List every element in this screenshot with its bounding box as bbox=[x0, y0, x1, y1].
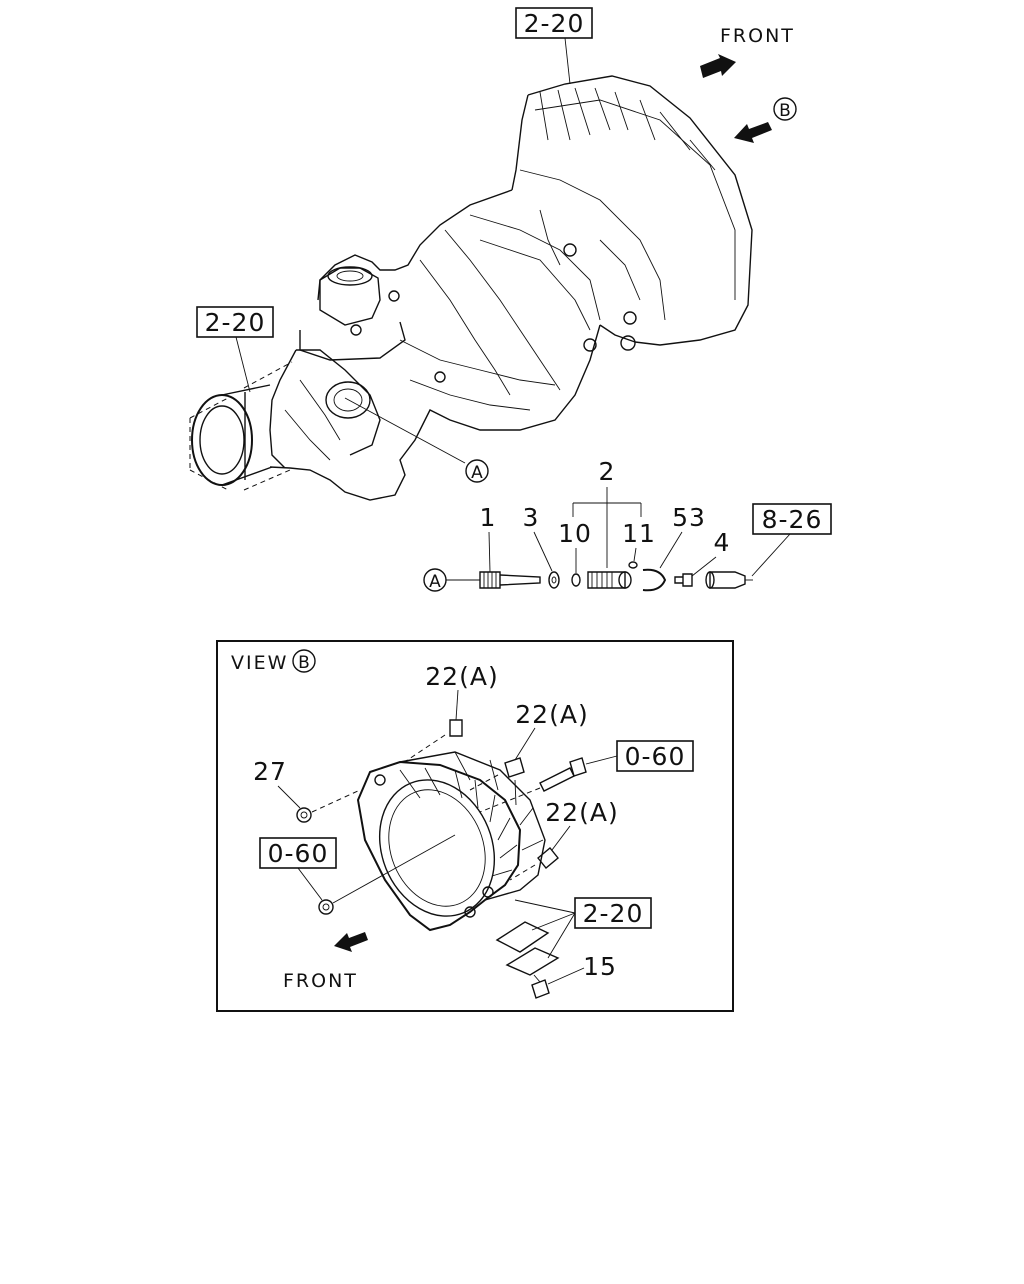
leader-part-53 bbox=[659, 531, 683, 569]
view-b-arrow bbox=[734, 122, 772, 143]
bolt-22a-1 bbox=[399, 719, 463, 766]
leader-a-top bbox=[344, 397, 466, 464]
part-4-label: 4 bbox=[714, 528, 731, 557]
transmission-assembly bbox=[189, 75, 753, 501]
leader-27 bbox=[277, 785, 301, 809]
gasket-upper bbox=[495, 921, 550, 953]
leader-22a-3 bbox=[551, 825, 571, 851]
front-arrow-view bbox=[334, 932, 368, 952]
front-label-top: FRONT bbox=[720, 25, 795, 47]
leader-part-11 bbox=[633, 547, 637, 562]
part-53-label: 53 bbox=[672, 503, 706, 532]
ref-label-0-60-right: 0-60 bbox=[625, 742, 686, 771]
nut-27 bbox=[296, 789, 361, 823]
ref-label-2-20-top: 2-20 bbox=[524, 9, 585, 38]
front-label-view: FRONT bbox=[283, 970, 358, 992]
bell-housing-view-b bbox=[356, 751, 546, 932]
part-2-label: 2 bbox=[599, 457, 616, 486]
leader-0-60-right bbox=[585, 755, 618, 765]
view-b-frame bbox=[216, 640, 734, 1012]
ref-box-2-20-top bbox=[515, 7, 593, 39]
leader-15 bbox=[547, 967, 585, 985]
part-27-label: 27 bbox=[253, 757, 287, 786]
leader-part-4 bbox=[691, 556, 717, 577]
view-b-title: VIEW bbox=[231, 652, 288, 674]
ref-box-0-60-right bbox=[616, 740, 694, 772]
leader-22a-1 bbox=[455, 689, 459, 721]
leader-0-60-left-bolt bbox=[332, 834, 456, 904]
bolt-0-60-long bbox=[479, 757, 587, 813]
part-22a-label-1: 22(A) bbox=[425, 662, 498, 691]
ref-label-0-60-left: 0-60 bbox=[268, 839, 329, 868]
front-arrow-top bbox=[700, 54, 736, 78]
leader-22a-2 bbox=[514, 727, 536, 761]
ref-box-2-20-left bbox=[196, 306, 274, 338]
leader-part-1 bbox=[488, 531, 491, 573]
leader-part-3 bbox=[533, 531, 553, 572]
ref-label-2-20-left: 2-20 bbox=[205, 308, 266, 337]
marker-b-circle-view bbox=[292, 649, 316, 673]
part-3-label: 3 bbox=[523, 503, 540, 532]
bracket-part-2 bbox=[572, 487, 642, 568]
part-11-label: 11 bbox=[622, 519, 656, 548]
leader-8-26 bbox=[751, 533, 791, 577]
speedometer-parts: A bbox=[423, 561, 753, 592]
gasket-lower bbox=[505, 947, 560, 976]
leader-2-20-left bbox=[235, 336, 251, 393]
bolt-0-60-short bbox=[318, 899, 334, 915]
marker-b-view: B bbox=[298, 653, 310, 673]
bolt-15 bbox=[531, 974, 550, 999]
marker-b-top: B bbox=[779, 101, 791, 121]
bolt-22a-3 bbox=[509, 847, 559, 881]
leader-2-20-top bbox=[564, 37, 571, 85]
part-22a-label-3: 22(A) bbox=[545, 798, 618, 827]
marker-a-row: A bbox=[429, 572, 441, 592]
marker-a-top: A bbox=[471, 463, 483, 483]
part-1-label: 1 bbox=[480, 503, 497, 532]
marker-a-circle-top bbox=[465, 459, 489, 483]
ref-label-8-26: 8-26 bbox=[762, 505, 823, 534]
part-10-label: 10 bbox=[558, 519, 592, 548]
ref-box-8-26 bbox=[752, 503, 832, 535]
part-22a-label-2: 22(A) bbox=[515, 700, 588, 729]
part-15-label: 15 bbox=[583, 952, 617, 981]
leader-0-60-left bbox=[297, 867, 323, 901]
marker-b-circle-top bbox=[773, 97, 797, 121]
ref-label-2-20-view: 2-20 bbox=[583, 899, 644, 928]
leader-2-20-view bbox=[514, 899, 576, 959]
